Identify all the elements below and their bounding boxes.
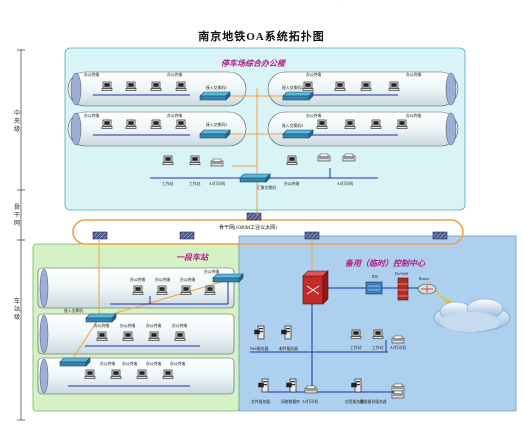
label-a3-printer: A3打印机 [302,400,319,404]
label-ids: IDS [372,275,379,279]
label-access-switch-1: 接入交换机1 [206,86,227,90]
label-file-server: 文件服务器 [251,400,270,404]
zone-title-backup: 备用（临时）控制中心 [345,259,425,268]
label-terminal: 办公终端 [84,73,100,77]
label-firewall: FireWall [395,272,409,276]
label-terminal: 办公终端 [122,362,138,366]
axis-label-backbone: 骨干网 [13,205,20,227]
label-a3-printer: A3打印机 [390,346,407,350]
label-terminal: 办公终端 [94,324,110,328]
label-terminal: 办公终端 [167,114,183,118]
label-workstation: 工作站 [189,182,201,186]
label-core-switch: 汇聚交换机 [257,186,276,190]
backbone-label: 骨干网(1000M工业以太网) [219,226,277,231]
label-terminal: 办公终端 [130,278,146,282]
ids-device [365,281,383,295]
label-terminal: 办公终端 [406,73,422,77]
page-title: 南京地铁OA系统拓扑图 [198,31,325,43]
label-app-server: 应用服务器 [345,400,364,404]
label-terminal: 办公终端 [146,324,162,328]
label-a3-printer: A3打印机 [209,182,226,186]
label-access-switch: 接入交换机 [64,309,83,313]
label-terminal: 办公终端 [155,278,171,282]
label-router: Router [419,277,430,281]
core-router [302,270,329,305]
router-device [417,283,437,295]
label-terminal: 办公终端 [406,114,422,118]
firewall-device [397,277,409,301]
label-db-server: 网络数据库 [281,400,300,404]
label-access-switch-4: 接入交换机4 [282,124,303,128]
label-terminal: 办公终端 [146,362,162,366]
label-terminal: 办公终端 [167,73,183,77]
label-terminal: 办公终端 [120,324,136,328]
axis-label-central: 中央级 [13,111,20,133]
label-terminal: 办公终端 [306,114,322,118]
label-terminal: 办公终端 [100,362,116,366]
label-workstation: 工作站 [162,182,174,186]
zone-title-depot: 停车场综合办公楼 [221,59,285,68]
label-terminal: 办公终端 [204,270,220,274]
corner-mark: · [342,4,344,9]
label-workstation: 工作站 [350,346,362,350]
zone-title-station: 一段车站 [176,253,208,262]
label-terminal: 办公终端 [170,362,186,366]
label-mail-server: 邮件服务器 [279,347,298,351]
label-terminal: 办公终端 [172,324,188,328]
label-terminal: 办公终端 [84,114,100,118]
label-a4-printer: A4打印机 [337,182,354,186]
label-backup-server: 数据备份服务器 [360,400,387,404]
label-terminal: 办公终端 [180,278,196,282]
label-workstation: 工作站 [372,346,384,350]
axis-label-station: 车站级 [13,299,20,321]
label-web-server: Web服务器 [250,347,269,351]
label-access-switch-2: 接入交换机2 [282,86,303,90]
label-access-switch-3: 接入交换机3 [206,123,227,127]
label-terminal: 办公终端 [306,73,322,77]
label-terminal: 办公终端 [284,182,300,186]
internet-cloud [433,298,511,333]
